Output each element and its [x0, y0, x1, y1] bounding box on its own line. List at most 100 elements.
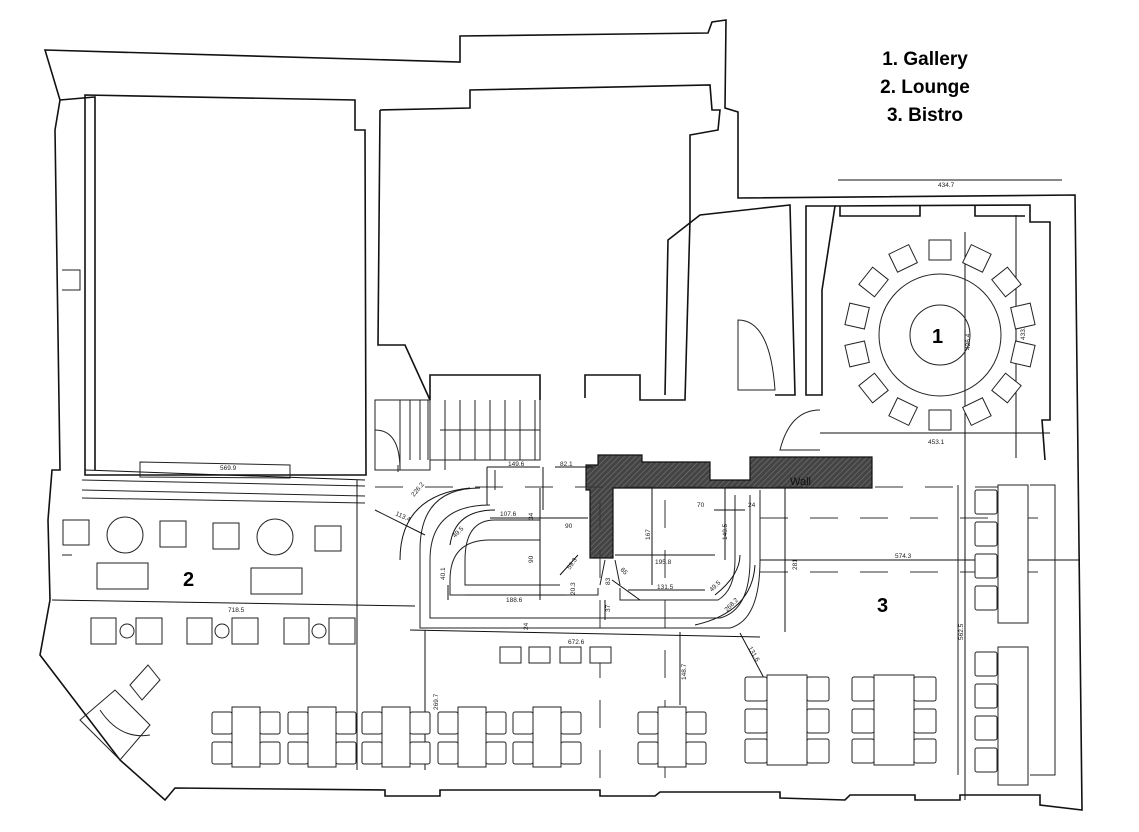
zone-gallery-number: 1	[932, 326, 943, 348]
legend-item-gallery: 1. Gallery	[882, 49, 968, 70]
chair	[913, 708, 937, 734]
dim-label: 131.6	[746, 646, 760, 664]
chair	[806, 676, 830, 702]
dim-label: 107.6	[500, 511, 517, 518]
chair	[844, 340, 870, 368]
legend-item-bistro: 3. Bistro	[887, 105, 963, 126]
dim-label: 574.3	[895, 553, 912, 560]
dim-label: 90	[528, 555, 535, 563]
chair	[287, 711, 309, 735]
dim-label: 569.9	[220, 465, 237, 472]
chair	[335, 741, 357, 765]
chair	[211, 741, 233, 765]
chair	[744, 708, 768, 734]
chair	[961, 243, 992, 273]
dim-label: 65	[619, 566, 629, 576]
chair	[1010, 340, 1036, 368]
chair	[744, 738, 768, 764]
chair	[806, 738, 830, 764]
dim-label: 148.7	[681, 663, 688, 680]
dim-label: 90	[565, 523, 573, 530]
dimension-lines	[51, 179, 1080, 800]
chair	[437, 741, 459, 765]
chair	[974, 585, 998, 611]
chair	[928, 409, 952, 431]
chair	[560, 711, 582, 735]
chair	[1010, 302, 1036, 330]
booth-table	[997, 484, 1029, 624]
chair	[637, 741, 659, 765]
dim-label: 34	[528, 512, 535, 520]
chair	[913, 738, 937, 764]
dim-label: 433.9	[1020, 323, 1027, 340]
chair	[437, 711, 459, 735]
dim-label: 718.5	[228, 607, 245, 614]
dining-tables	[211, 484, 1056, 786]
chair	[806, 708, 830, 734]
dim-label: 24	[748, 502, 756, 509]
chair	[685, 711, 707, 735]
chair	[287, 741, 309, 765]
dim-label: 195.8	[655, 559, 672, 566]
wall-label: Wall	[790, 476, 811, 488]
chair	[259, 711, 281, 735]
dim-label: 49.5	[451, 525, 465, 539]
dim-label: 140.5	[722, 523, 729, 540]
chair	[888, 243, 919, 273]
dim-label: 70	[697, 502, 705, 509]
dim-label: 59.3	[566, 556, 579, 571]
dim-label: 113.4	[394, 510, 412, 523]
legend: 1. Gallery 2. Lounge 3. Bistro	[880, 49, 970, 126]
chair	[851, 708, 875, 734]
dim-label: 40.1	[440, 567, 447, 580]
dim-label: 83	[605, 577, 612, 585]
dim-label: 562.5	[958, 623, 965, 640]
dining-table	[766, 674, 808, 766]
chair	[851, 676, 875, 702]
booth-table	[997, 646, 1029, 786]
chair	[512, 741, 534, 765]
chair	[974, 489, 998, 515]
dim-label: 149.6	[508, 461, 525, 468]
chair	[974, 715, 998, 741]
dining-table	[381, 706, 411, 768]
gallery-table	[844, 239, 1036, 431]
chair	[928, 239, 952, 261]
dim-label: 434.7	[938, 182, 955, 189]
chair	[991, 372, 1022, 404]
dining-table	[657, 706, 687, 768]
chair	[974, 651, 998, 677]
dim-label: 131.5	[657, 584, 674, 591]
dim-label: 188.6	[506, 597, 523, 604]
dim-label: 269.7	[433, 693, 440, 710]
chair	[744, 676, 768, 702]
chair	[961, 397, 992, 427]
dim-label: 453.1	[928, 439, 945, 446]
chair	[409, 741, 431, 765]
dim-label: 37	[605, 604, 612, 612]
chair	[974, 683, 998, 709]
chair	[888, 397, 919, 427]
chair	[974, 747, 998, 773]
chair	[485, 741, 507, 765]
chair	[685, 741, 707, 765]
chair	[851, 738, 875, 764]
dining-table	[457, 706, 487, 768]
lounge-furniture	[62, 516, 612, 664]
dining-table	[231, 706, 261, 768]
booth-bench	[957, 484, 1056, 776]
chair	[485, 711, 507, 735]
chair	[844, 302, 870, 330]
dim-label: 672.6	[568, 639, 585, 646]
chair	[512, 711, 534, 735]
dining-table	[307, 706, 337, 768]
chair	[560, 741, 582, 765]
dim-label: 281	[792, 559, 799, 570]
chair	[974, 553, 998, 579]
dim-label: 268.2	[723, 597, 740, 614]
dim-label: 167	[645, 529, 652, 540]
legend-item-lounge: 2. Lounge	[880, 77, 970, 98]
dim-label: 82.1	[560, 461, 573, 468]
chair	[974, 521, 998, 547]
